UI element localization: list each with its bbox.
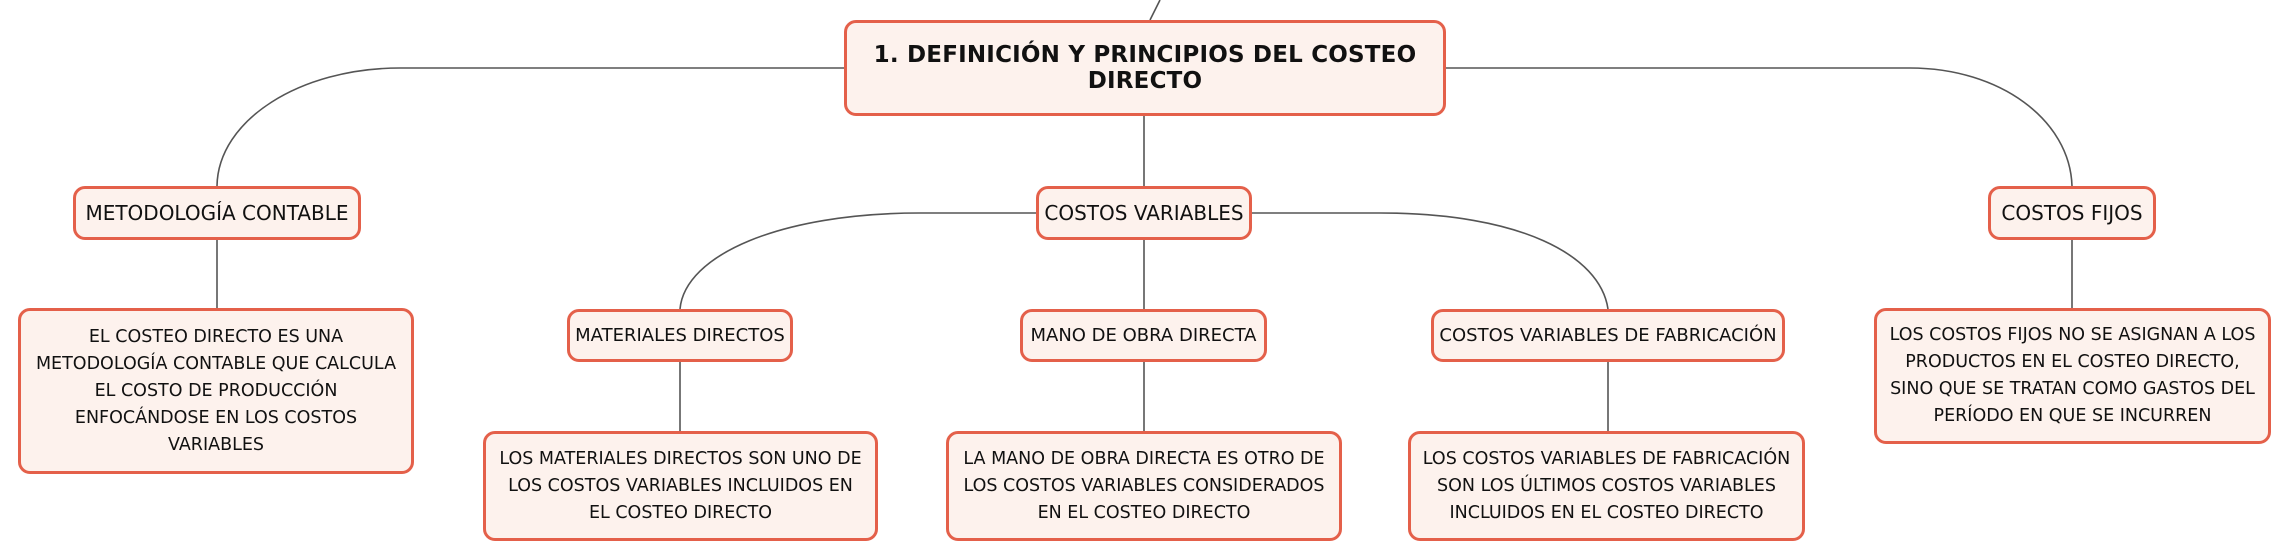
connector-variables-fabricacion	[1252, 212, 1609, 310]
branch-node-costos-fijos[interactable]: COSTOS FIJOS	[1988, 186, 2156, 240]
connector-root-parent	[1149, 0, 1161, 21]
leaf-node-mano-detail[interactable]: LA MANO DE OBRA DIRECTA ES OTRO DE LOS C…	[946, 431, 1342, 541]
leaf-node-fabricacion-detail[interactable]: LOS COSTOS VARIABLES DE FABRICACIÓN SON …	[1408, 431, 1805, 541]
sub-node-materiales-directos[interactable]: MATERIALES DIRECTOS	[567, 309, 793, 362]
connector-root-metodologia	[216, 67, 844, 187]
connector-root-fijos	[1446, 67, 2073, 187]
sub-node-mano-de-obra-directa[interactable]: MANO DE OBRA DIRECTA	[1020, 309, 1267, 362]
leaf-node-metodologia-detail[interactable]: EL COSTEO DIRECTO ES UNA METODOLOGÍA CON…	[18, 308, 414, 474]
sub-node-costos-variables-fabricacion[interactable]: COSTOS VARIABLES DE FABRICACIÓN	[1431, 309, 1785, 362]
branch-node-costos-variables[interactable]: COSTOS VARIABLES	[1036, 186, 1252, 240]
branch-node-metodologia-contable[interactable]: METODOLOGÍA CONTABLE	[73, 186, 361, 240]
root-node-definicion[interactable]: 1. DEFINICIÓN Y PRINCIPIOS DEL COSTEO DI…	[844, 20, 1446, 116]
connector-variables-materiales	[679, 212, 1036, 310]
leaf-node-materiales-detail[interactable]: LOS MATERIALES DIRECTOS SON UNO DE LOS C…	[483, 431, 878, 541]
leaf-node-fijos-detail[interactable]: LOS COSTOS FIJOS NO SE ASIGNAN A LOS PRO…	[1874, 308, 2271, 444]
